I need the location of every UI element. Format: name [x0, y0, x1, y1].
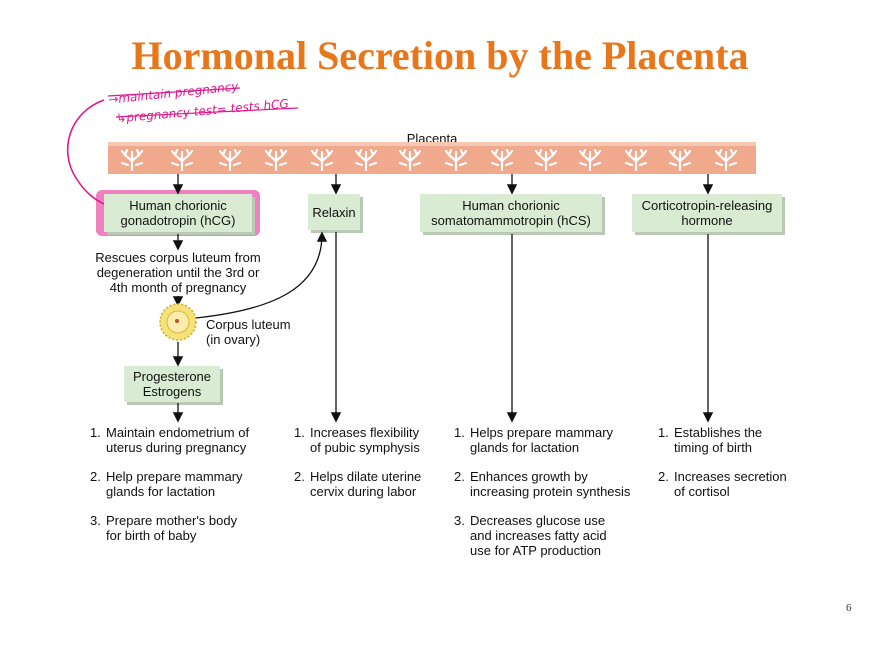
- villus-icon: [354, 149, 378, 171]
- effect-relaxin-2: 2. Helps dilate uterine cervix during lab…: [294, 469, 421, 499]
- page-number: 6: [846, 602, 852, 614]
- effect-num: 1.: [454, 425, 465, 440]
- annotation-bracket: [67, 99, 105, 205]
- slide-title: Hormonal Secretion by the Placenta: [131, 33, 749, 78]
- hormone-box-hcg: Human chorionic gonadotropin (hCG): [104, 194, 252, 232]
- effect-num: 1.: [90, 425, 101, 440]
- placenta-band: [108, 146, 756, 174]
- placenta-surface: [108, 142, 756, 146]
- effect-crh-2: 2. Increases secretion of cortisol: [658, 469, 787, 499]
- villus-icon: [264, 149, 288, 171]
- effect-text: Enhances growth by increasing protein sy…: [470, 469, 631, 499]
- effect-hcs-1: 1. Helps prepare mammary glands for lacta…: [454, 425, 613, 455]
- effect-num: 2.: [658, 469, 669, 484]
- effect-hcs-3: 3. Decreases glucose use and increases fa…: [454, 513, 607, 558]
- villus-icon: [170, 149, 194, 171]
- effect-num: 1.: [658, 425, 669, 440]
- villus-icon: [534, 149, 558, 171]
- hormone-box-crh: Corticotropin-releasing hormone: [632, 194, 782, 232]
- effect-progesterone-3: 3. Prepare mother's body for birth of bab…: [90, 513, 237, 543]
- effect-num: 2.: [454, 469, 465, 484]
- effect-relaxin-1: 1. Increases flexibility of pubic symphys…: [294, 425, 420, 455]
- effect-text: Help prepare mammary glands for lactatio…: [106, 469, 243, 499]
- villus-icon: [218, 149, 242, 171]
- villus-icon: [398, 149, 422, 171]
- villus-icon: [668, 149, 692, 171]
- villus-icon: [310, 149, 334, 171]
- hormone-label-hcs: Human chorionic somatomammotropin (hCS): [431, 198, 591, 228]
- effect-progesterone-1: 1. Maintain endometrium of uterus during …: [90, 425, 249, 455]
- villus-icon: [120, 149, 144, 171]
- effect-text: Increases secretion of cortisol: [674, 469, 787, 499]
- hcg-action-text: Rescues corpus luteum from degeneration …: [95, 250, 261, 295]
- hormone-label-relaxin: Relaxin: [312, 204, 356, 220]
- effect-crh-1: 1. Establishes the timing of birth: [658, 425, 762, 455]
- hormone-label-hcg: Human chorionic gonadotropin (hCG): [120, 198, 236, 228]
- effect-num: 1.: [294, 425, 305, 440]
- villus-icon: [624, 149, 648, 171]
- effect-text: Prepare mother's body for birth of baby: [106, 513, 238, 543]
- arrow-cl-relaxin: [195, 231, 328, 319]
- hormone-box-relaxin: Relaxin: [308, 194, 360, 230]
- effect-num: 3.: [90, 513, 101, 528]
- effect-text: Increases flexibility of pubic symphysis: [310, 425, 420, 455]
- effect-hcs-2: 2. Enhances growth by increasing protein …: [454, 469, 630, 499]
- villus-icon: [578, 149, 602, 171]
- corpus-luteum-label: Corpus luteum (in ovary): [206, 317, 291, 347]
- hormone-label-crh: Corticotropin-releasing hormone: [641, 198, 773, 228]
- effect-num: 2.: [294, 469, 305, 484]
- annotation-underline: [115, 107, 299, 118]
- effect-text: Decreases glucose use and increases fatt…: [470, 513, 607, 558]
- effect-num: 2.: [90, 469, 101, 484]
- effect-text: Establishes the timing of birth: [674, 425, 763, 455]
- villus-icon: [490, 149, 514, 171]
- hormone-box-hcs: Human chorionic somatomammotropin (hCS): [420, 194, 602, 232]
- effect-text: Maintain endometrium of uterus during pr…: [106, 425, 250, 455]
- hormone-label-progesterone: Progesterone Estrogens: [132, 369, 212, 399]
- effect-text: Helps dilate uterine cervix during labor: [310, 469, 422, 499]
- effect-text: Helps prepare mammary glands for lactati…: [470, 425, 614, 455]
- villus-icon: [444, 149, 468, 171]
- hormone-box-progesterone: Progesterone Estrogens: [124, 366, 220, 402]
- villus-icon: [714, 149, 738, 171]
- effect-num: 3.: [454, 513, 465, 528]
- effect-progesterone-2: 2. Help prepare mammary glands for lactat…: [90, 469, 243, 499]
- annotation-underline: [107, 87, 241, 97]
- corpus-luteum-icon: [159, 303, 197, 341]
